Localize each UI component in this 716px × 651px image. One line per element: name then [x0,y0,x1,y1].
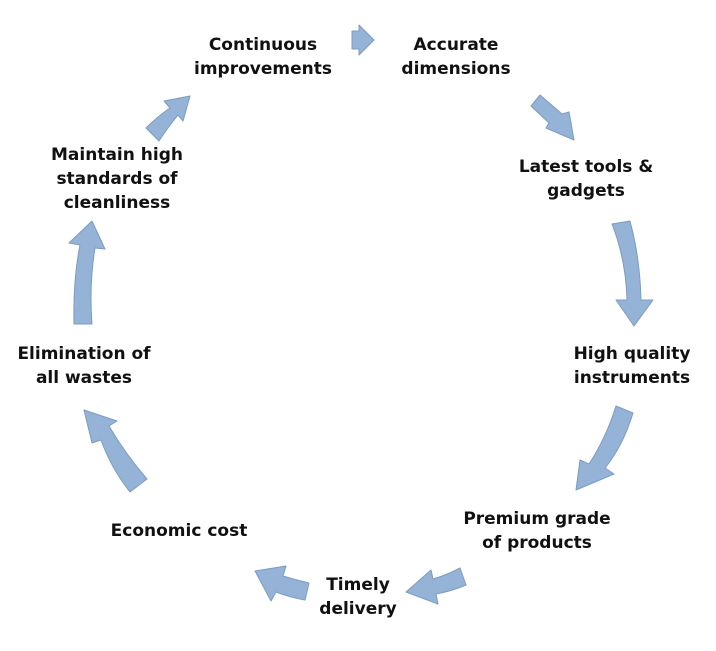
arrow-cleanliness-to-continuous [145,95,191,142]
step-latest-tools: Latest tools & gadgets [519,155,653,203]
step-cleanliness-line-1: Maintain high [51,145,183,165]
arrow-timely-delivery-to-economic-cost [254,565,310,602]
arrow-economic-cost-to-elimination [83,409,148,493]
arrow-accurate-to-latest-tools [530,94,575,141]
step-accurate-line-2: dimensions [401,59,511,79]
arrow-high-quality-to-premium-grade [575,405,634,491]
step-continuous-line-1: Continuous [208,35,318,55]
step-timely-delivery: Timely delivery [319,573,396,621]
step-economic-cost-line-1: Economic cost [110,521,248,541]
step-high-quality: High quality instruments [574,342,691,390]
step-premium-grade: Premium grade of products [463,507,610,555]
step-cleanliness: Maintain high standards of cleanliness [51,143,183,215]
step-premium-grade-line-2: of products [482,533,592,553]
step-continuous-line-2: improvements [194,59,332,79]
step-latest-tools-line-1: Latest tools & [518,157,654,177]
step-timely-delivery-line-1: Timely [326,575,390,595]
step-latest-tools-line-2: gadgets [547,181,625,201]
step-continuous: Continuous improvements [194,33,332,81]
arrow-premium-grade-to-timely-delivery [405,567,467,605]
step-high-quality-line-1: High quality [573,344,691,364]
step-high-quality-line-2: instruments [573,368,691,388]
step-elimination-line-1: Elimination of [17,344,151,364]
step-elimination: Elimination of all wastes [17,342,150,390]
step-accurate: Accurate dimensions [401,33,510,81]
step-cleanliness-line-3: cleanliness [63,193,171,213]
arrow-continuous-to-accurate [351,24,375,56]
step-cleanliness-line-2: standards of [56,169,178,189]
step-elimination-line-2: all wastes [35,368,133,388]
step-accurate-line-1: Accurate [413,35,499,55]
step-premium-grade-line-1: Premium grade [463,509,611,529]
arrow-elimination-to-cleanliness [68,220,106,325]
step-economic-cost: Economic cost [111,519,248,543]
step-timely-delivery-line-2: delivery [319,599,397,619]
arrow-latest-tools-to-high-quality [611,220,654,327]
